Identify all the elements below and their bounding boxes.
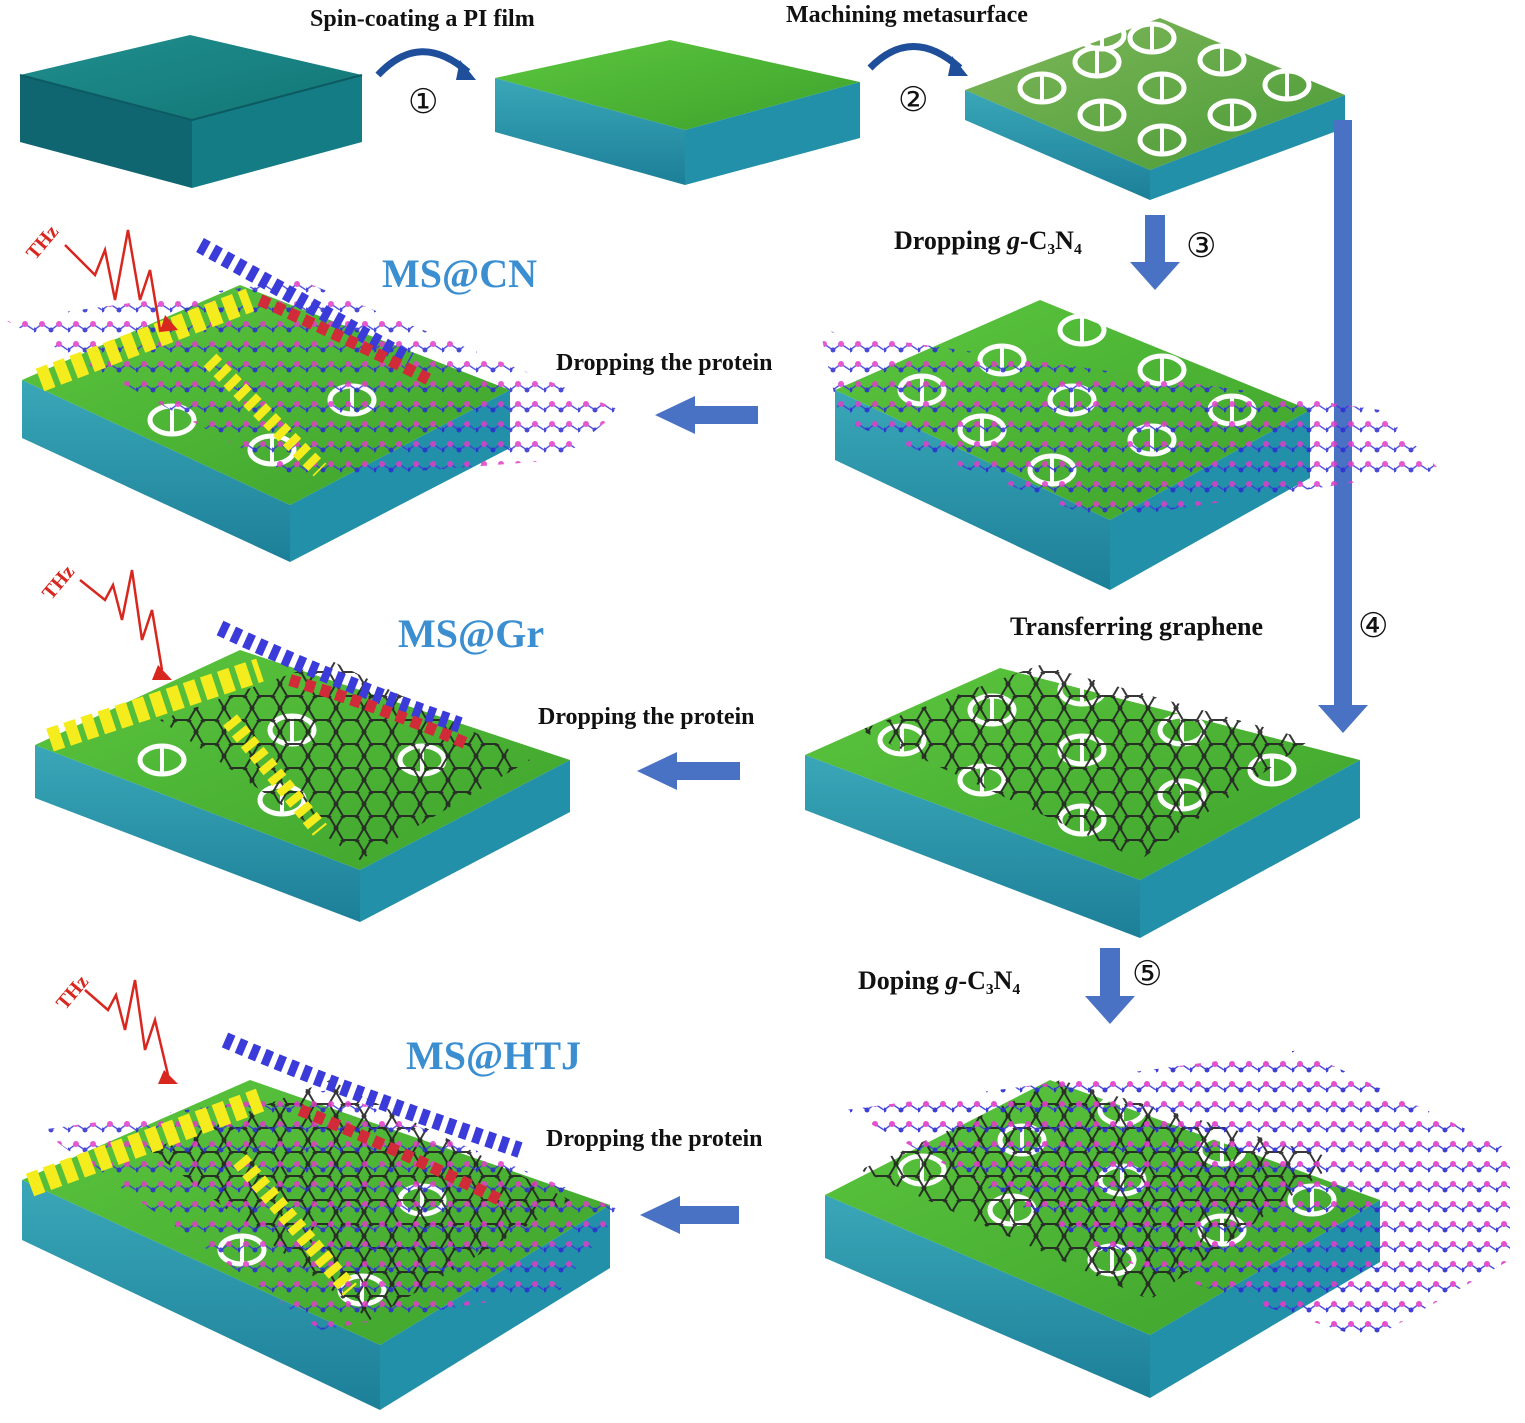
thz-wave-1 xyxy=(64,229,178,333)
bare-substrate xyxy=(19,35,363,188)
step3-label: Dropping g-C₃N₄ xyxy=(894,226,1082,255)
arrow-left-1 xyxy=(655,396,758,434)
protein-label-3: Dropping the protein xyxy=(546,1126,763,1152)
arrow-left-2 xyxy=(637,752,740,790)
step1-label: Spin-coating a PI film xyxy=(310,6,535,32)
ms-gr-sensor xyxy=(35,620,570,922)
ms-htj-sensor xyxy=(22,1032,620,1410)
arrow-step5 xyxy=(1085,948,1135,1024)
curved-arrow-1 xyxy=(375,48,471,78)
protein-label-2: Dropping the protein xyxy=(538,704,755,730)
arrow-left-3 xyxy=(640,1196,739,1234)
ms-htj-label: MS@HTJ xyxy=(406,1033,581,1078)
ms-htj-substrate-intermediate xyxy=(825,1050,1510,1398)
protein-helices-htj xyxy=(25,1032,523,1296)
arrow-step3 xyxy=(1130,215,1180,290)
step5-number: ⑤ xyxy=(1132,954,1163,994)
ms-gr-substrate-intermediate xyxy=(805,665,1360,938)
protein-helices-cn xyxy=(35,237,433,477)
step1-number: ① xyxy=(408,82,439,122)
protein-label-1: Dropping the protein xyxy=(556,350,773,376)
step3-number: ③ xyxy=(1186,226,1217,266)
step2-label: Machining metasurface xyxy=(786,2,1028,28)
ms-cn-substrate-intermediate xyxy=(820,300,1440,590)
metasurface-substrate xyxy=(965,18,1345,200)
protein-helices-gr xyxy=(46,620,473,836)
curved-arrow-2 xyxy=(867,43,963,71)
thz-wave-3 xyxy=(84,979,178,1084)
ms-cn-label: MS@CN xyxy=(382,251,537,296)
ms-gr-label: MS@Gr xyxy=(398,611,545,656)
step4-number: ④ xyxy=(1358,606,1389,646)
step2-number: ② xyxy=(898,80,929,120)
step5-label: Doping g-C₃N₄ xyxy=(858,966,1021,995)
step4-label: Transferring graphene xyxy=(1010,612,1263,641)
thz-wave-2 xyxy=(79,569,172,680)
pi-film-substrate xyxy=(495,40,860,185)
